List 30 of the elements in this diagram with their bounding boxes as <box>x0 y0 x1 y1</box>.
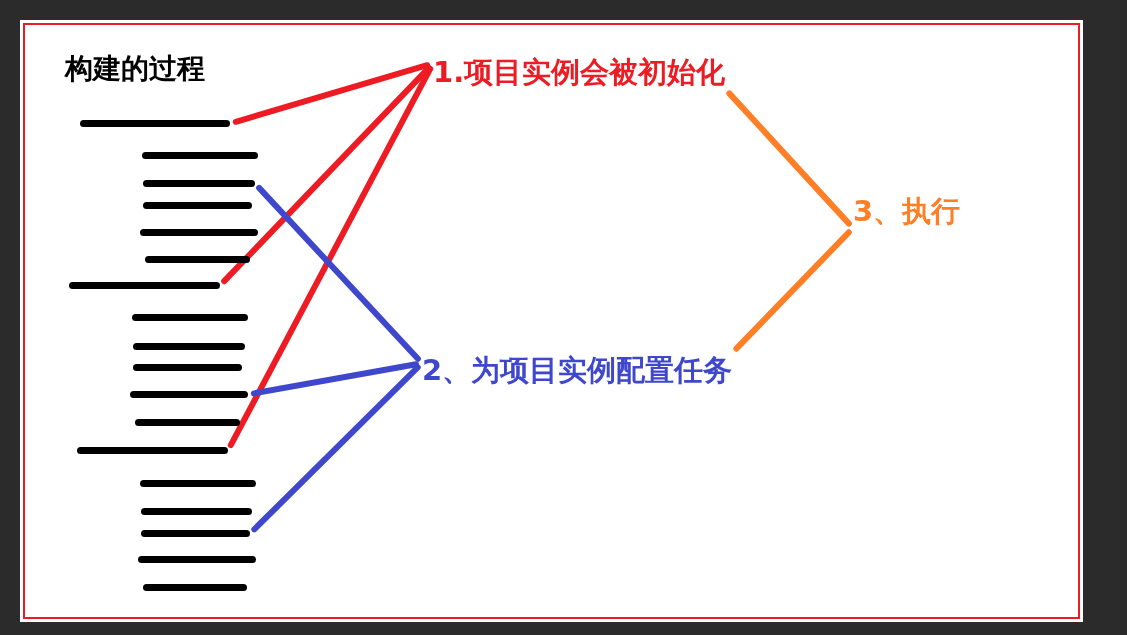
connector-line <box>251 364 421 533</box>
connector-line <box>256 184 421 362</box>
code-line-placeholder <box>138 556 256 563</box>
code-line-placeholder <box>143 180 255 187</box>
code-line-placeholder <box>141 530 250 537</box>
code-line-placeholder <box>141 508 252 515</box>
step-label: 1.项目实例会被初始化 <box>433 55 726 89</box>
code-line-placeholder <box>140 229 258 236</box>
code-line-placeholder <box>135 419 240 426</box>
code-line-placeholder <box>80 120 230 127</box>
connector-line <box>227 65 434 449</box>
code-line-placeholder <box>133 364 242 371</box>
code-line-placeholder <box>140 480 256 487</box>
step-label: 2、为项目实例配置任务 <box>422 353 733 387</box>
diagram-title: 构建的过程 <box>65 52 205 86</box>
connector-line <box>733 229 852 352</box>
code-line-placeholder <box>132 314 248 321</box>
connector-line <box>232 62 431 125</box>
code-line-placeholder <box>143 202 252 209</box>
code-line-placeholder <box>133 343 245 350</box>
code-line-placeholder <box>145 256 250 263</box>
code-line-placeholder <box>77 447 228 454</box>
code-line-placeholder <box>69 282 220 289</box>
code-line-placeholder <box>143 584 247 591</box>
connector-line <box>221 64 432 285</box>
step-label: 3、执行 <box>853 194 961 228</box>
connector-line <box>726 90 852 227</box>
code-line-placeholder <box>130 391 248 398</box>
code-line-placeholder <box>142 152 258 159</box>
connector-line <box>250 361 420 397</box>
